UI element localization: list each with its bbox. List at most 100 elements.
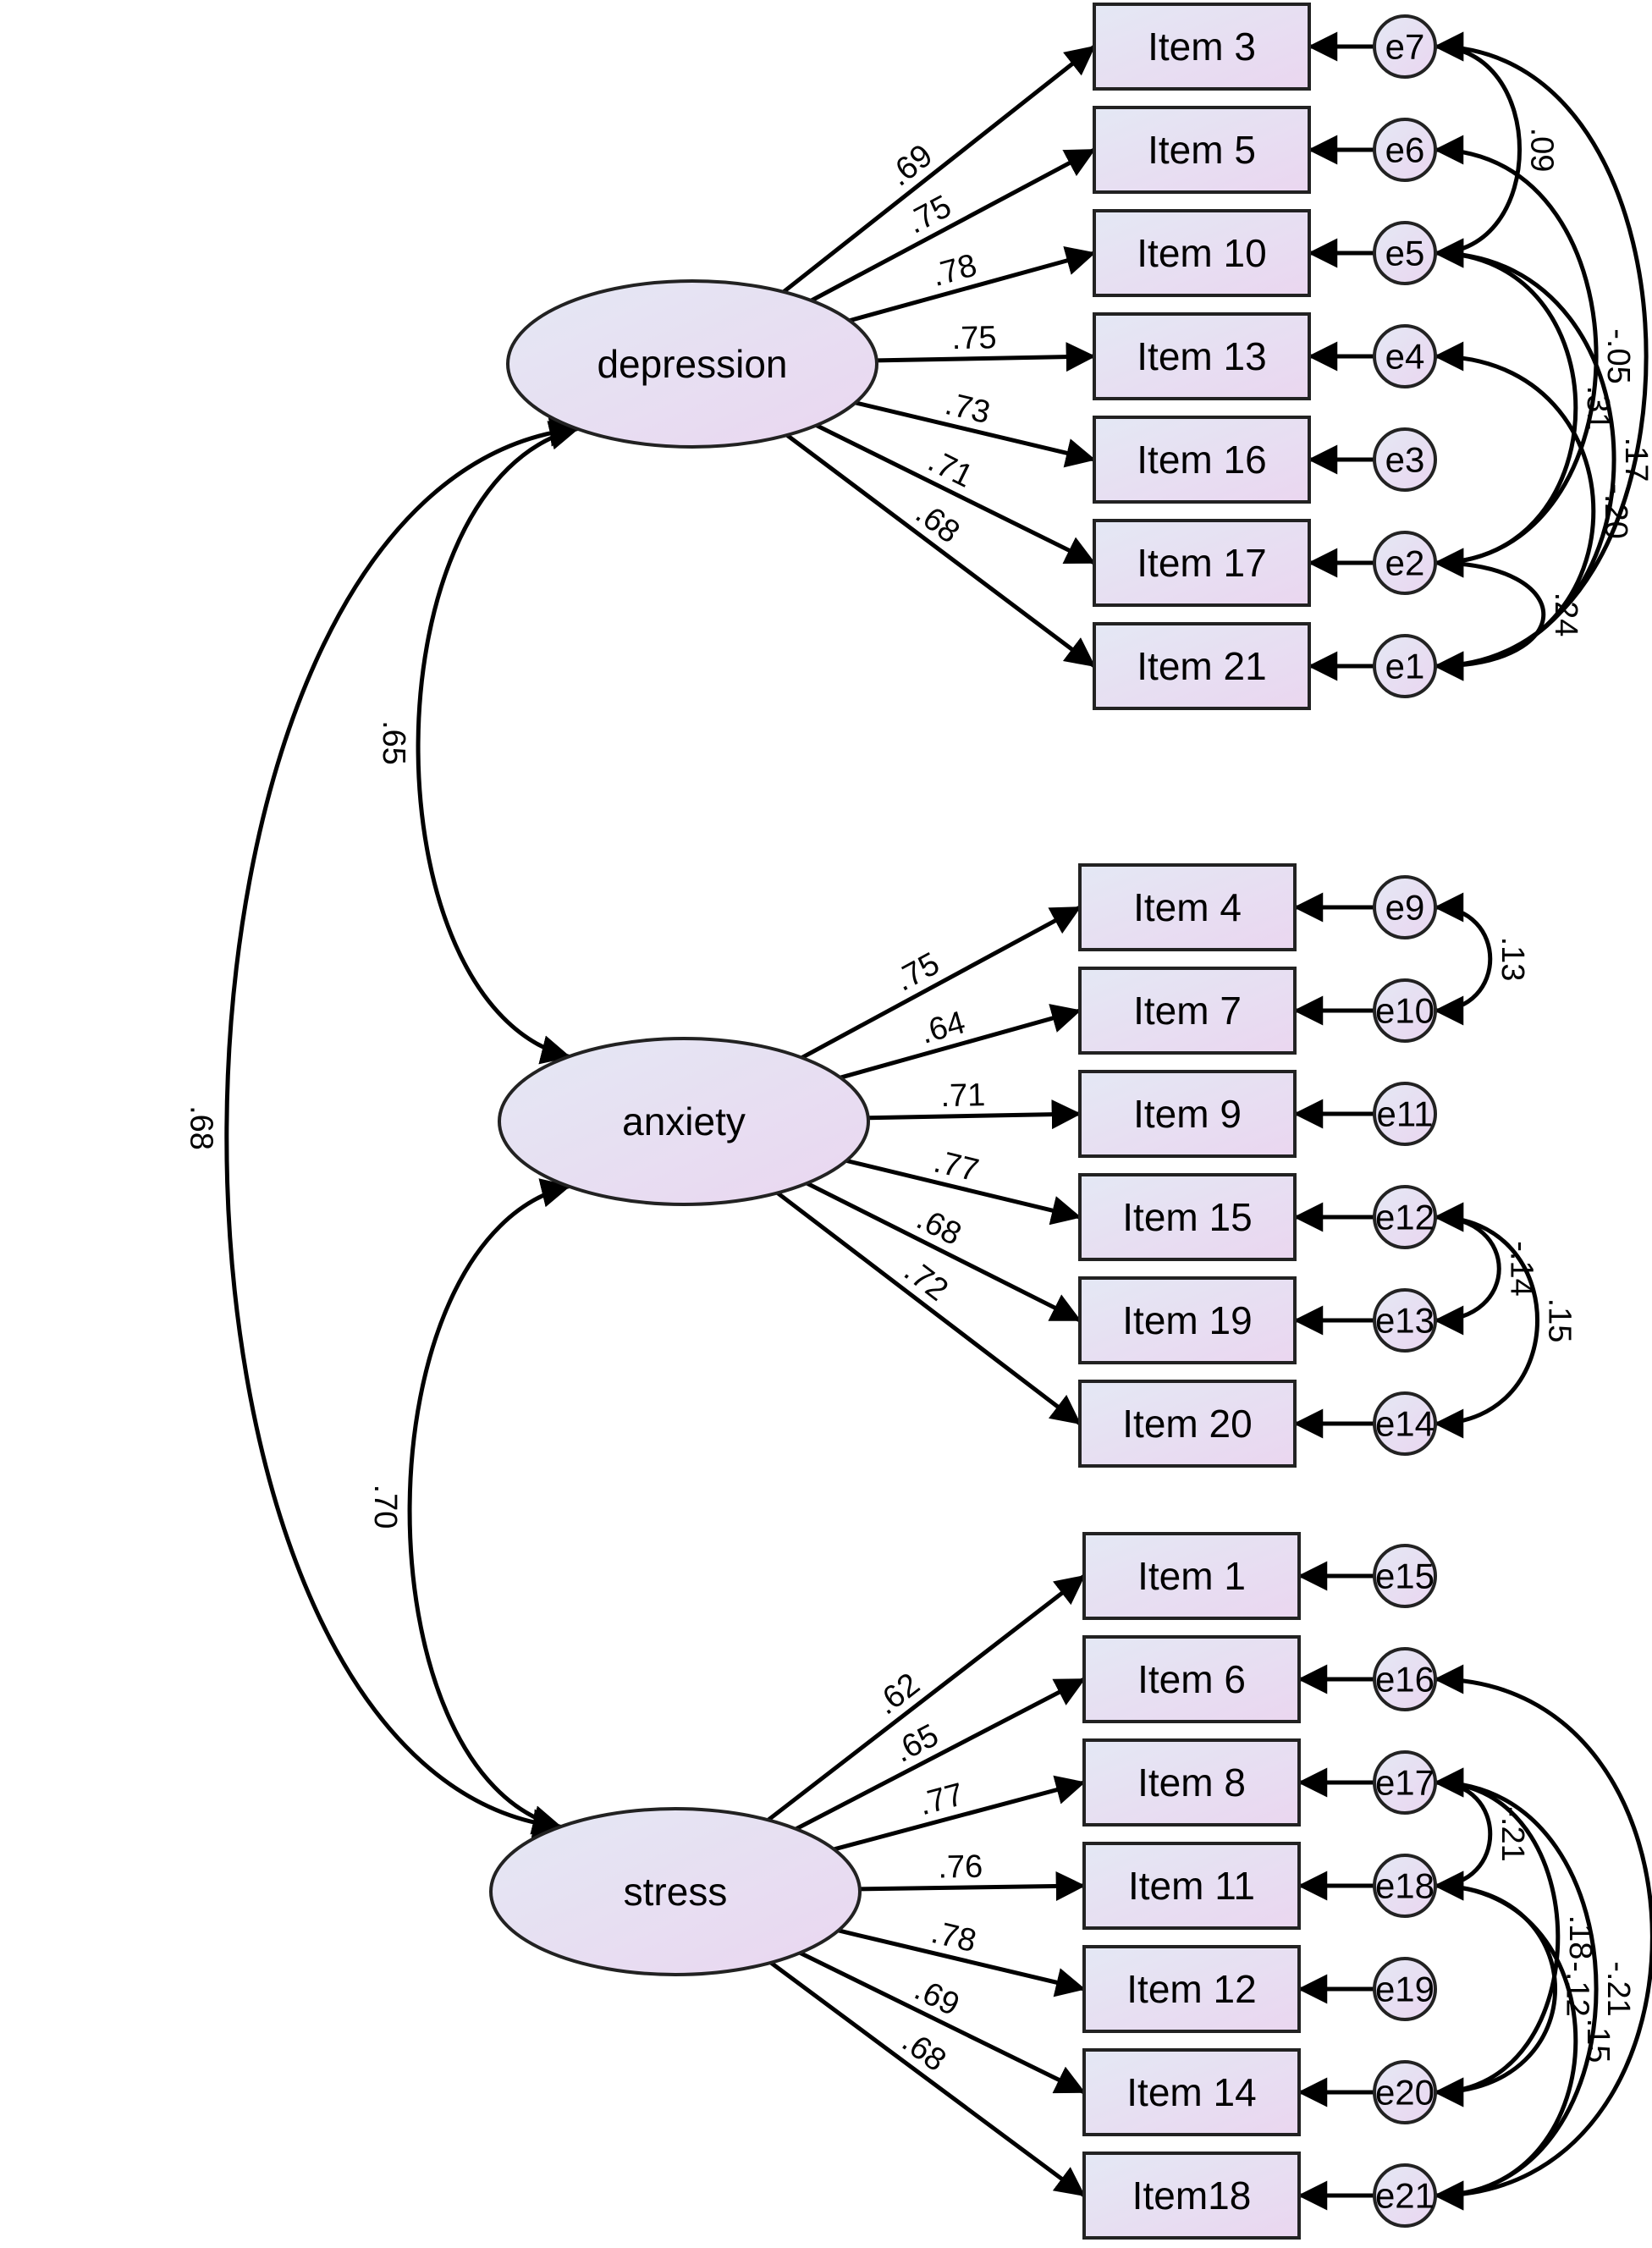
loading-value: .68 bbox=[909, 495, 966, 550]
factor-correlation-value: .68 bbox=[183, 1105, 218, 1150]
error-covariance-arc bbox=[1434, 548, 1546, 681]
factor-stress bbox=[489, 1807, 862, 1976]
loading-value: .75 bbox=[951, 320, 997, 356]
error-term bbox=[1373, 2060, 1437, 2124]
item-label: Item18 bbox=[1132, 2174, 1252, 2218]
error-label: e13 bbox=[1375, 1301, 1434, 1341]
error-term bbox=[1373, 1750, 1437, 1815]
factor-correlation-arc bbox=[416, 421, 580, 1065]
error-label: e20 bbox=[1375, 2073, 1434, 2113]
item-label: Item 17 bbox=[1137, 541, 1266, 585]
error-term bbox=[1373, 2163, 1437, 2228]
item-box bbox=[1078, 967, 1297, 1055]
loading-arrow bbox=[867, 1099, 1082, 1130]
error-covariance-arc bbox=[1434, 1767, 1493, 1901]
error-covariance-value: -.20 bbox=[1598, 483, 1633, 538]
error-covariance-value: -.05 bbox=[1600, 328, 1636, 383]
error-covariance-arc bbox=[1434, 1871, 1578, 2211]
loading-value: .68 bbox=[895, 2024, 952, 2079]
item-box bbox=[1078, 1173, 1297, 1261]
loading-arrow bbox=[795, 1677, 1086, 1832]
error-label: e15 bbox=[1375, 1557, 1434, 1596]
error-label: e1 bbox=[1385, 647, 1425, 686]
item-label: Item 11 bbox=[1128, 1864, 1255, 1908]
factor-correlation-arc bbox=[407, 1178, 571, 1835]
error-term bbox=[1373, 427, 1437, 492]
factor-correlation-value: .65 bbox=[376, 720, 411, 765]
item-label: Item 8 bbox=[1137, 1760, 1246, 1804]
loading-arrow bbox=[767, 1574, 1086, 1822]
error-label: e14 bbox=[1375, 1404, 1434, 1444]
loading-arrow bbox=[876, 342, 1096, 372]
loading-arrow bbox=[799, 1951, 1086, 2095]
loading-value: .71 bbox=[940, 1077, 986, 1114]
error-term bbox=[1373, 1854, 1437, 1918]
loading-value: .69 bbox=[882, 138, 939, 194]
loading-value: .71 bbox=[922, 444, 978, 495]
factor-correlation-value: .70 bbox=[367, 1485, 403, 1529]
loading-arrow bbox=[815, 423, 1096, 565]
error-term bbox=[1373, 1185, 1437, 1249]
loading-arrow bbox=[838, 1928, 1086, 1997]
error-covariance-value: .15 bbox=[1580, 2019, 1616, 2063]
item-label: Item 20 bbox=[1122, 1402, 1252, 1446]
factor-depression bbox=[506, 279, 878, 449]
item-label: Item 9 bbox=[1133, 1092, 1242, 1136]
error-label: e18 bbox=[1375, 1866, 1434, 1906]
item-box bbox=[1093, 312, 1311, 400]
item-label: Item 1 bbox=[1137, 1554, 1246, 1598]
item-label: Item 15 bbox=[1122, 1195, 1252, 1239]
loading-arrow bbox=[785, 433, 1096, 668]
error-covariance-value: .31 bbox=[1580, 386, 1616, 431]
error-label: e21 bbox=[1375, 2176, 1434, 2216]
loading-arrow bbox=[855, 400, 1096, 468]
loading-value: .68 bbox=[911, 1201, 966, 1253]
item-label: Item 6 bbox=[1137, 1657, 1246, 1701]
factor-correlation-arc bbox=[224, 416, 580, 1839]
loading-arrow bbox=[840, 1004, 1082, 1080]
loading-value: .76 bbox=[938, 1849, 983, 1886]
error-label: e7 bbox=[1385, 27, 1425, 67]
item-box bbox=[1093, 416, 1311, 504]
item-box bbox=[1078, 863, 1297, 951]
error-term bbox=[1373, 875, 1437, 939]
error-term bbox=[1373, 118, 1437, 182]
error-term bbox=[1373, 1647, 1437, 1711]
error-term bbox=[1373, 1288, 1437, 1353]
error-term bbox=[1373, 978, 1437, 1043]
factor-label-anxiety: anxiety bbox=[622, 1099, 746, 1143]
loading-arrow bbox=[849, 245, 1096, 323]
loading-arrow bbox=[776, 1191, 1082, 1425]
error-covariance-value: -.21 bbox=[1495, 1806, 1530, 1861]
loading-value: .72 bbox=[897, 1253, 954, 1308]
loading-arrow bbox=[810, 147, 1096, 303]
error-term bbox=[1373, 221, 1437, 285]
error-covariance-arc bbox=[1434, 238, 1578, 578]
error-term bbox=[1373, 531, 1437, 595]
error-covariance-value: .09 bbox=[1524, 128, 1560, 173]
item-box bbox=[1078, 1380, 1297, 1468]
error-covariance-value: -.14 bbox=[1503, 1241, 1539, 1296]
item-box bbox=[1082, 2048, 1301, 2136]
item-box bbox=[1082, 1945, 1301, 2033]
item-box bbox=[1078, 1070, 1297, 1158]
item-box bbox=[1093, 3, 1311, 91]
item-label: Item 4 bbox=[1133, 885, 1242, 929]
error-term bbox=[1373, 1391, 1437, 1456]
error-label: e19 bbox=[1375, 1970, 1434, 2009]
item-label: Item 16 bbox=[1137, 438, 1266, 482]
error-label: e3 bbox=[1385, 440, 1425, 480]
loading-value: .75 bbox=[889, 946, 945, 999]
error-covariance-arc bbox=[1434, 31, 1522, 268]
error-label: e9 bbox=[1385, 888, 1425, 928]
item-box bbox=[1078, 1276, 1297, 1364]
error-covariance-value: .24 bbox=[1548, 592, 1583, 637]
error-covariance-value: .18 bbox=[1562, 1915, 1598, 1960]
factor-label-depression: depression bbox=[597, 342, 787, 386]
error-label: e5 bbox=[1385, 234, 1425, 273]
loading-arrow bbox=[782, 45, 1096, 294]
item-label: Item 7 bbox=[1133, 989, 1242, 1033]
item-label: Item 13 bbox=[1137, 334, 1266, 378]
error-term bbox=[1373, 1082, 1437, 1146]
